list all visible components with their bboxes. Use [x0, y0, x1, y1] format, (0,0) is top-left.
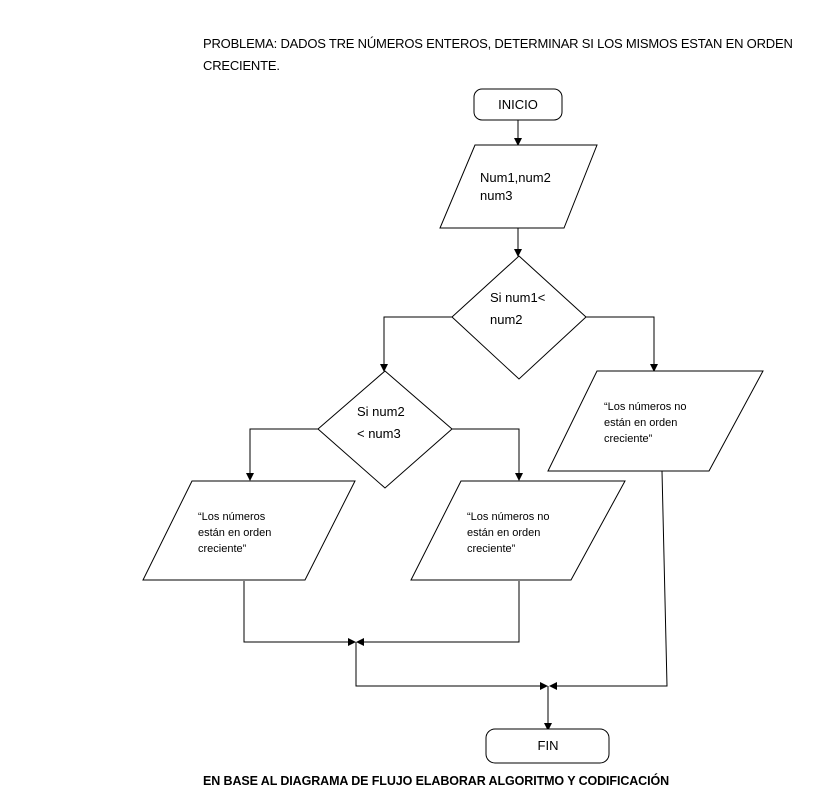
problem-statement: PROBLEMA: DADOS TRE NÚMEROS ENTEROS, DET…: [203, 33, 803, 77]
decision-2-diamond: Si num2 < num3: [317, 370, 453, 489]
decision-2-line-2: < num3: [357, 426, 401, 441]
decision-1-diamond: Si num1< num2: [451, 255, 587, 380]
decision-1-line-1: Si num1<: [490, 290, 545, 305]
end-terminator: FIN: [485, 728, 610, 764]
footer-instruction: EN BASE AL DIAGRAMA DE FLUJO ELABORAR AL…: [203, 774, 670, 788]
decision-1-line-2: num2: [490, 312, 523, 327]
output-right-line-1: “Los números no: [604, 401, 687, 413]
input-line-1: Num1,num2: [480, 170, 551, 185]
output-right-line-2: están en orden: [604, 417, 677, 429]
output-middle-line-3: creciente”: [467, 543, 516, 555]
input-line-2: num3: [480, 188, 513, 203]
arrow-left-output-merge: [243, 581, 356, 646]
decision-2-line-1: Si num2: [357, 404, 405, 419]
output-middle-line-2: están en orden: [467, 527, 540, 539]
output-right-line-3: creciente”: [604, 433, 653, 445]
start-label: INICIO: [498, 97, 538, 112]
arrow-decision2-yes: [246, 428, 318, 481]
input-parallelogram: Num1,num2 num3: [439, 144, 598, 229]
arrow-decision1-yes: [380, 316, 452, 372]
problem-line-2: CRECIENTE.: [203, 58, 280, 73]
problem-line-1: PROBLEMA: DADOS TRE NÚMEROS ENTEROS, DET…: [203, 36, 793, 51]
output-left-line-3: creciente”: [198, 543, 247, 555]
output-middle-line-1: “Los números no: [467, 511, 550, 523]
end-label: FIN: [538, 738, 559, 753]
arrow-merge-to-end: [355, 642, 548, 690]
output-right-parallelogram: “Los números no están en orden creciente…: [547, 370, 764, 472]
arrow-right-output-merge: [549, 470, 668, 690]
arrow-decision2-no: [452, 428, 523, 481]
arrow-middle-output-merge: [356, 581, 520, 646]
output-left-line-1: “Los números: [198, 511, 266, 523]
output-left-parallelogram: “Los números están en orden creciente”: [142, 480, 356, 581]
output-left-line-2: están en orden: [198, 527, 271, 539]
connectors: [243, 120, 668, 731]
start-terminator: INICIO: [473, 88, 563, 121]
arrow-decision1-no: [586, 316, 658, 372]
output-middle-parallelogram: “Los números no están en orden creciente…: [410, 480, 626, 581]
